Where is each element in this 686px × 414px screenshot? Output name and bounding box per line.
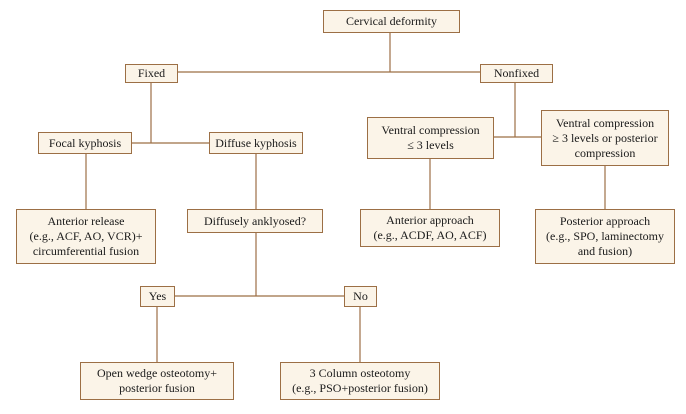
diffuse-kyphosis-box: Diffuse kyphosis [209, 132, 303, 154]
ventral-ge3-line1: Ventral compression [555, 115, 655, 130]
ventral-ge3-line3: compression [574, 145, 636, 160]
posterior-approach-line2: (e.g., SPO, laminectomy [546, 229, 664, 243]
posterior-approach-line1: Posterior approach [559, 214, 651, 228]
focal-kyphosis-label: Focal kyphosis [48, 135, 122, 150]
focal-kyphosis-box: Focal kyphosis [38, 132, 132, 154]
ventral-compression-ge3-box: Ventral compression≥ 3 levels or posteri… [541, 110, 669, 166]
open-wedge-line2: posterior fusion [119, 381, 195, 395]
anterior-release-line3: circumferential fusion [32, 244, 140, 258]
no-label: No [353, 289, 368, 303]
diffusely-ankylosed-box: Diffusely anklyosed? [187, 209, 323, 233]
ventral-ge3-line2: ≥ 3 levels or posterior [552, 130, 658, 145]
diffuse-kyphosis-label: Diffuse kyphosis [215, 135, 297, 150]
three-column-osteotomy-box: 3 Column osteotomy(e.g., PSO+posterior f… [280, 362, 440, 400]
anterior-approach-line2: (e.g., ACDF, AO, ACF) [373, 228, 487, 242]
anterior-approach-line1: Anterior approach [386, 213, 474, 227]
fixed-label: Fixed [137, 66, 166, 80]
anterior-release-line2: (e.g., ACF, AO, VCR)+ [29, 229, 143, 243]
no-box: No [344, 286, 377, 307]
ventral-le3-line2: ≤ 3 levels [407, 138, 454, 152]
open-wedge-osteotomy-box: Open wedge osteotomy+posterior fusion [80, 362, 234, 400]
three-column-line1: 3 Column osteotomy [309, 366, 411, 380]
yes-box: Yes [140, 286, 175, 307]
cervical-deformity-box: Cervical deformity [323, 10, 460, 33]
diffusely-ankylosed-label: Diffusely anklyosed? [203, 213, 307, 228]
anterior-approach-box: Anterior approach(e.g., ACDF, AO, ACF) [360, 209, 500, 247]
cervical-deformity-label: Cervical deformity [346, 14, 437, 28]
ventral-le3-line1: Ventral compression [381, 123, 480, 137]
anterior-release-box: Anterior release(e.g., ACF, AO, VCR)+cir… [16, 209, 156, 264]
nonfixed-box: Nonfixed [480, 64, 553, 83]
three-column-line2: (e.g., PSO+posterior fusion) [292, 381, 428, 395]
posterior-approach-line3: and fusion) [577, 244, 633, 258]
anterior-release-line1: Anterior release [47, 214, 125, 228]
ventral-compression-le3-box: Ventral compression≤ 3 levels [367, 117, 494, 159]
fixed-box: Fixed [125, 64, 178, 83]
nonfixed-label: Nonfixed [493, 66, 540, 80]
yes-label: Yes [148, 289, 167, 303]
posterior-approach-box: Posterior approach(e.g., SPO, laminectom… [535, 209, 675, 264]
open-wedge-line1: Open wedge osteotomy+ [96, 366, 218, 380]
